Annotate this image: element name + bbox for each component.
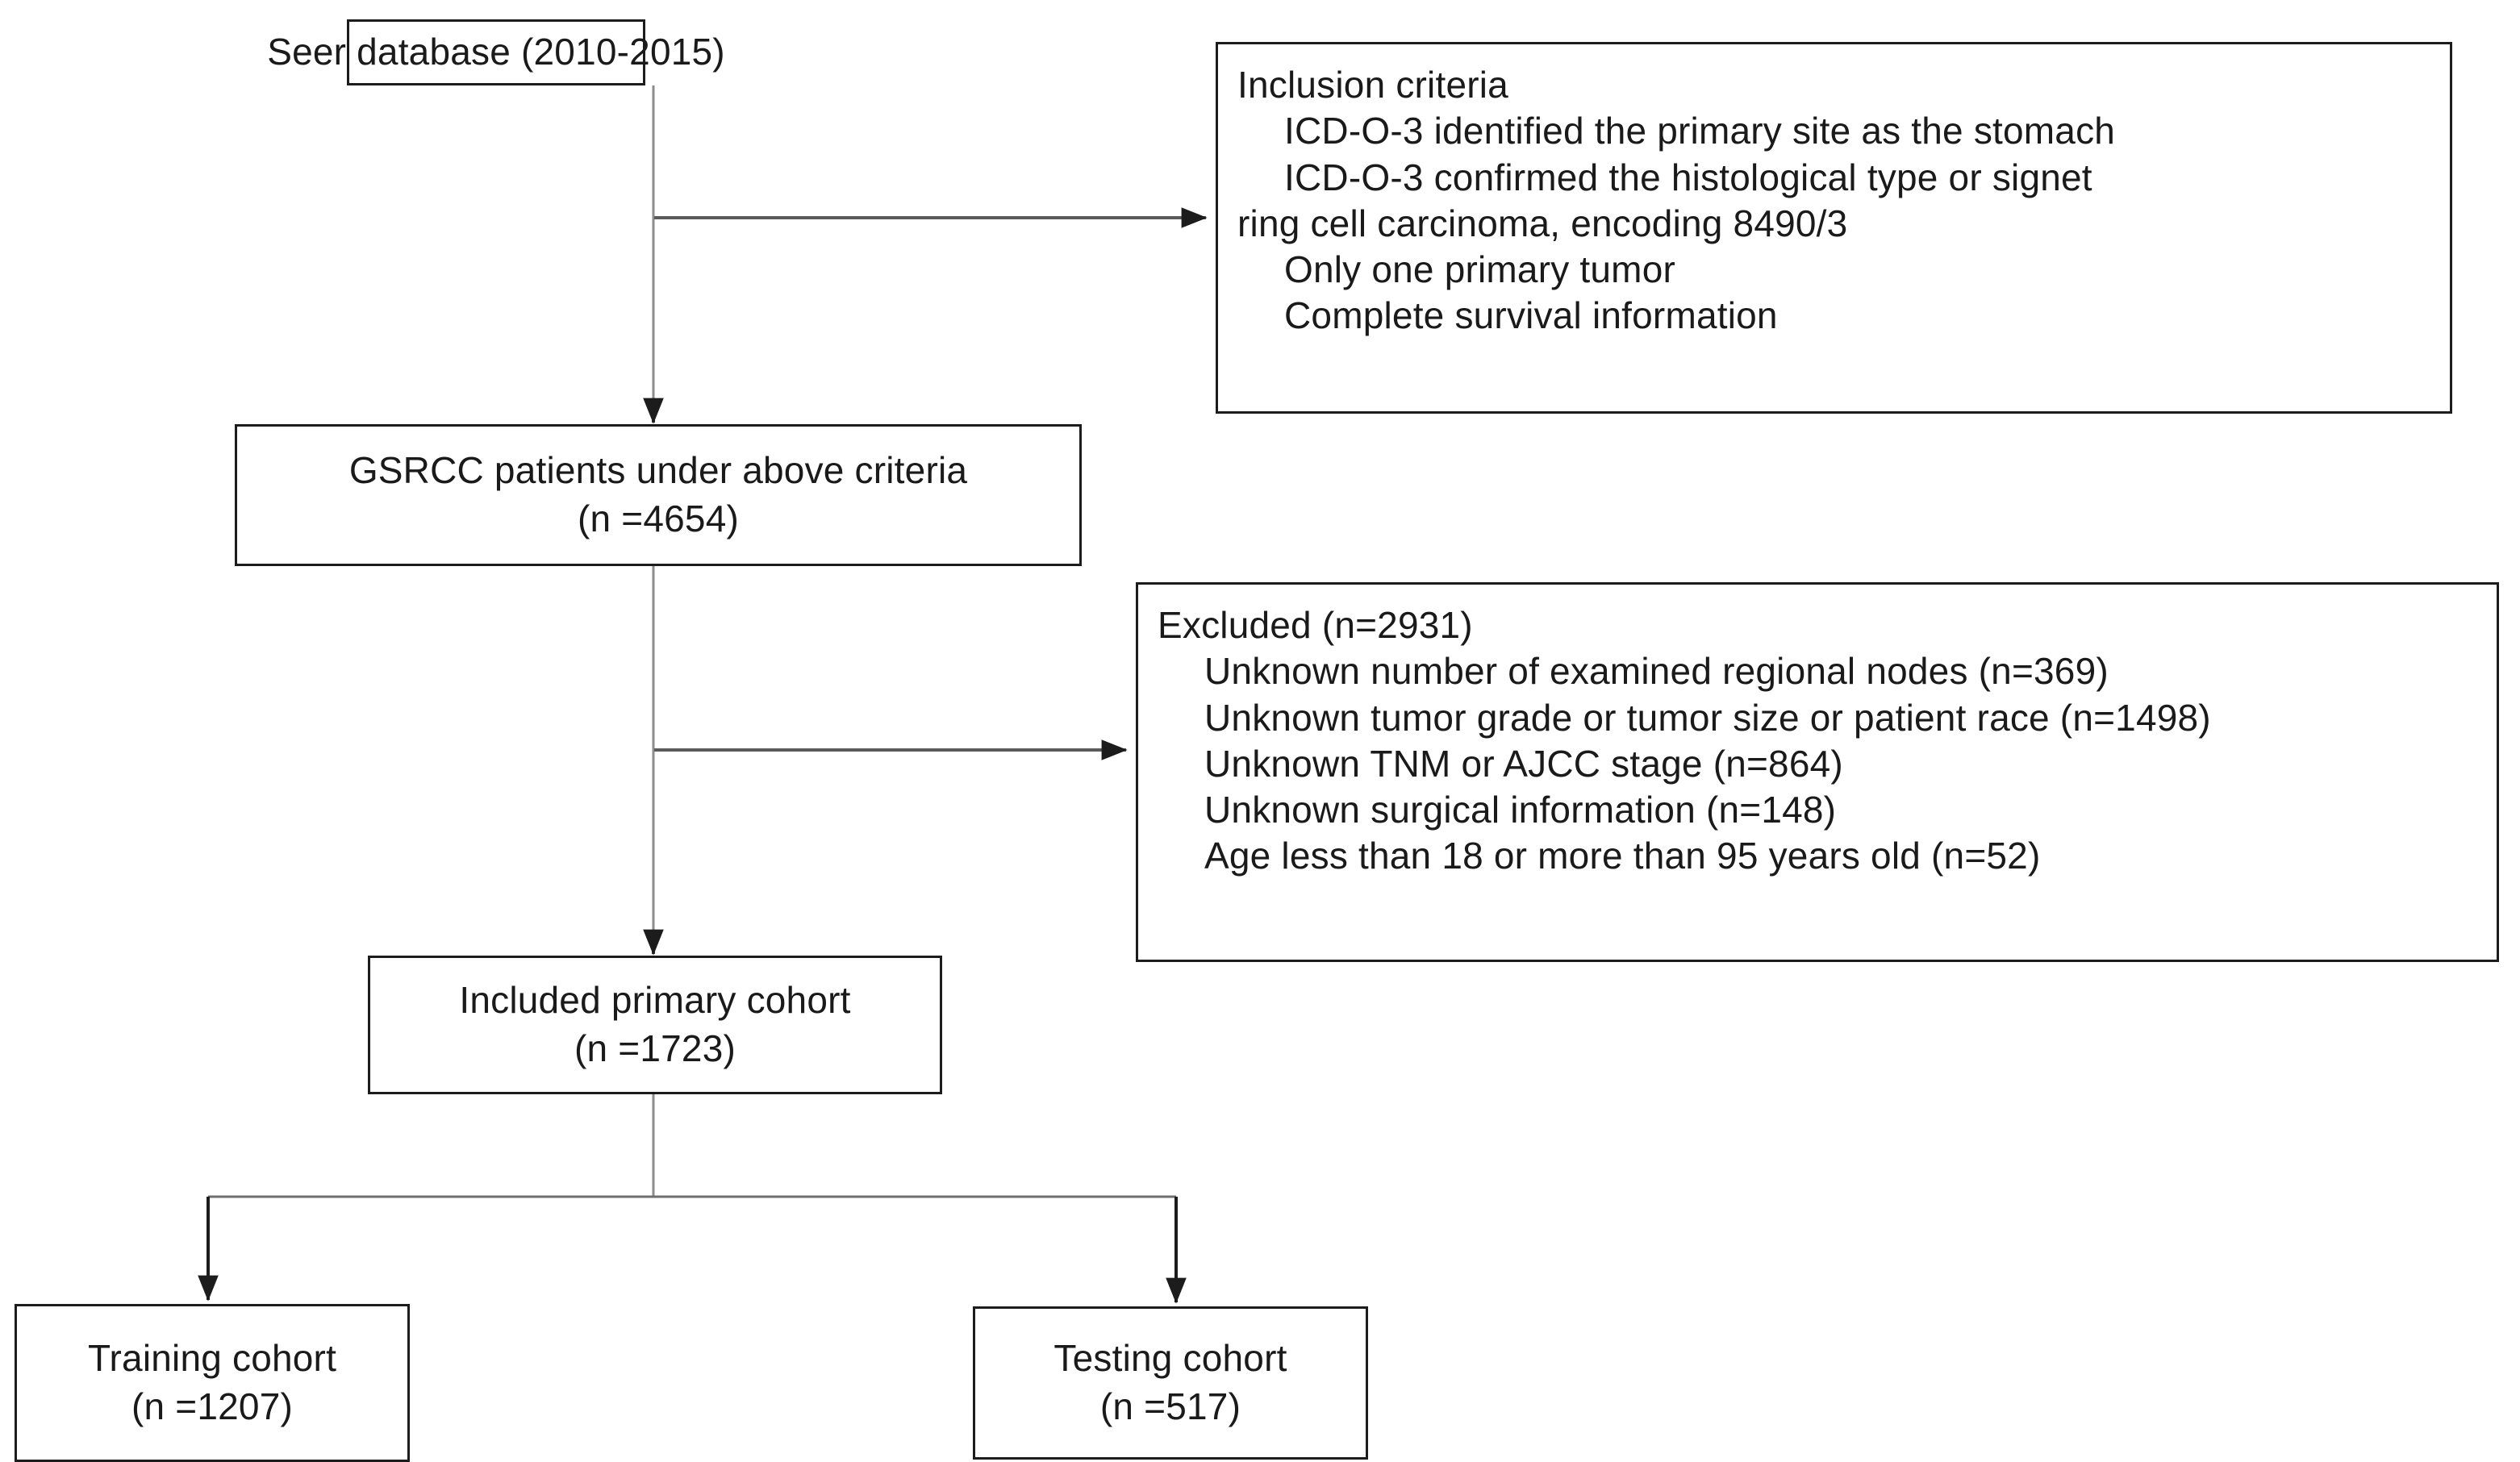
inclusion-item-single-tumor: Only one primary tumor [1284, 248, 1675, 291]
inclusion-item-icdo3-site: ICD-O-3 identified the primary site as t… [1284, 110, 2116, 152]
gsrcc-label: GSRCC patients under above criteria [348, 449, 968, 492]
inclusion-item-icdo3-histology: ICD-O-3 confirmed the histological type … [1284, 156, 2092, 198]
inclusion-criteria-box: Inclusion criteria ICD-O-3 identified th… [1216, 42, 2452, 414]
excluded-item-unknown-nodes: Unknown number of examined regional node… [1204, 650, 2109, 693]
testing-cohort-label: Testing cohort [1053, 1337, 1287, 1380]
inclusion-item-survival-info: Complete survival information [1284, 294, 1778, 337]
testing-cohort-box: Testing cohort (n =517) [973, 1306, 1368, 1460]
training-cohort-box: Training cohort (n =1207) [15, 1304, 410, 1462]
testing-cohort-count: (n =517) [1099, 1385, 1241, 1427]
gsrcc-count: (n =4654) [578, 498, 739, 539]
training-cohort-count: (n =1207) [131, 1385, 293, 1427]
excluded-item-unknown-tnm-ajcc: Unknown TNM or AJCC stage (n=864) [1204, 742, 1843, 785]
included-primary-cohort-label: Included primary cohort [459, 979, 851, 1022]
excluded-box: Excluded (n=2931) Unknown number of exam… [1136, 582, 2499, 962]
gsrcc-patients-box: GSRCC patients under above criteria (n =… [235, 424, 1082, 566]
included-primary-cohort-count: (n =1723) [574, 1027, 736, 1069]
inclusion-heading: Inclusion criteria [1237, 64, 1508, 106]
training-cohort-label: Training cohort [87, 1337, 337, 1380]
included-primary-cohort-box: Included primary cohort (n =1723) [368, 956, 942, 1094]
excluded-item-unknown-surgery: Unknown surgical information (n=148) [1204, 789, 1837, 831]
excluded-item-unknown-grade-size-race: Unknown tumor grade or tumor size or pat… [1204, 696, 2211, 739]
inclusion-item-icdo3-histology-cont: ring cell carcinoma, encoding 8490/3 [1237, 202, 1848, 244]
seer-database-box: Seer database (2010-2015) [267, 19, 725, 85]
seer-database-label: Seer database (2010-2015) [267, 31, 725, 73]
excluded-heading: Excluded (n=2931) [1158, 604, 1473, 646]
excluded-item-age-range: Age less than 18 or more than 95 years o… [1204, 835, 2041, 877]
